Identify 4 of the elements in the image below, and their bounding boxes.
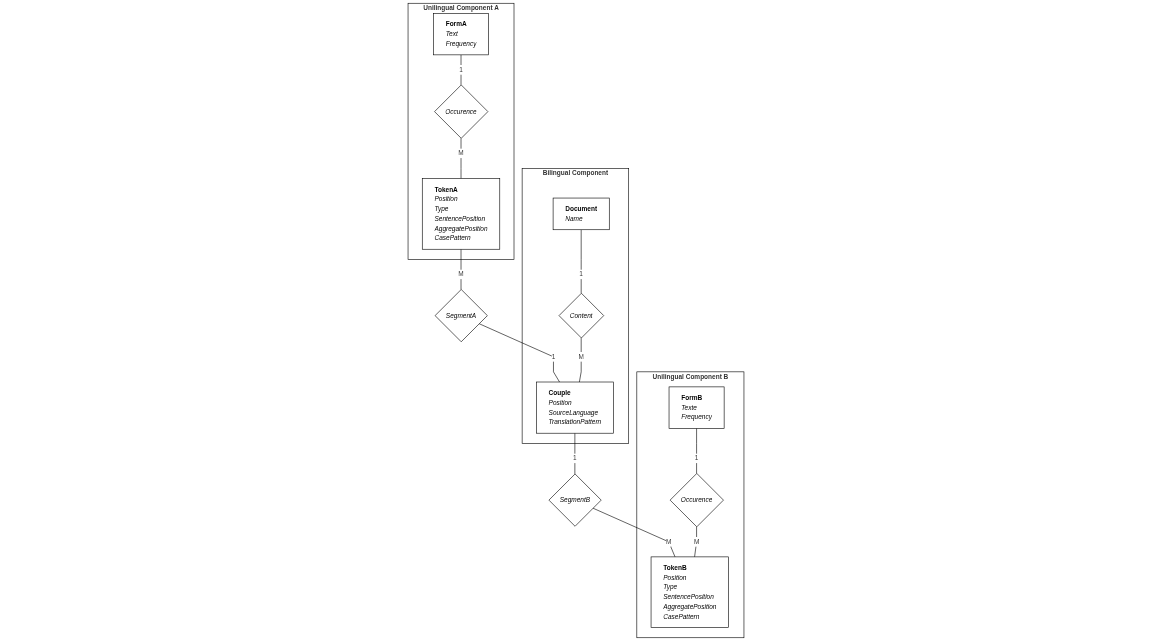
connector xyxy=(592,507,676,558)
connector xyxy=(478,323,560,383)
connector xyxy=(694,526,697,558)
connector xyxy=(579,337,582,383)
